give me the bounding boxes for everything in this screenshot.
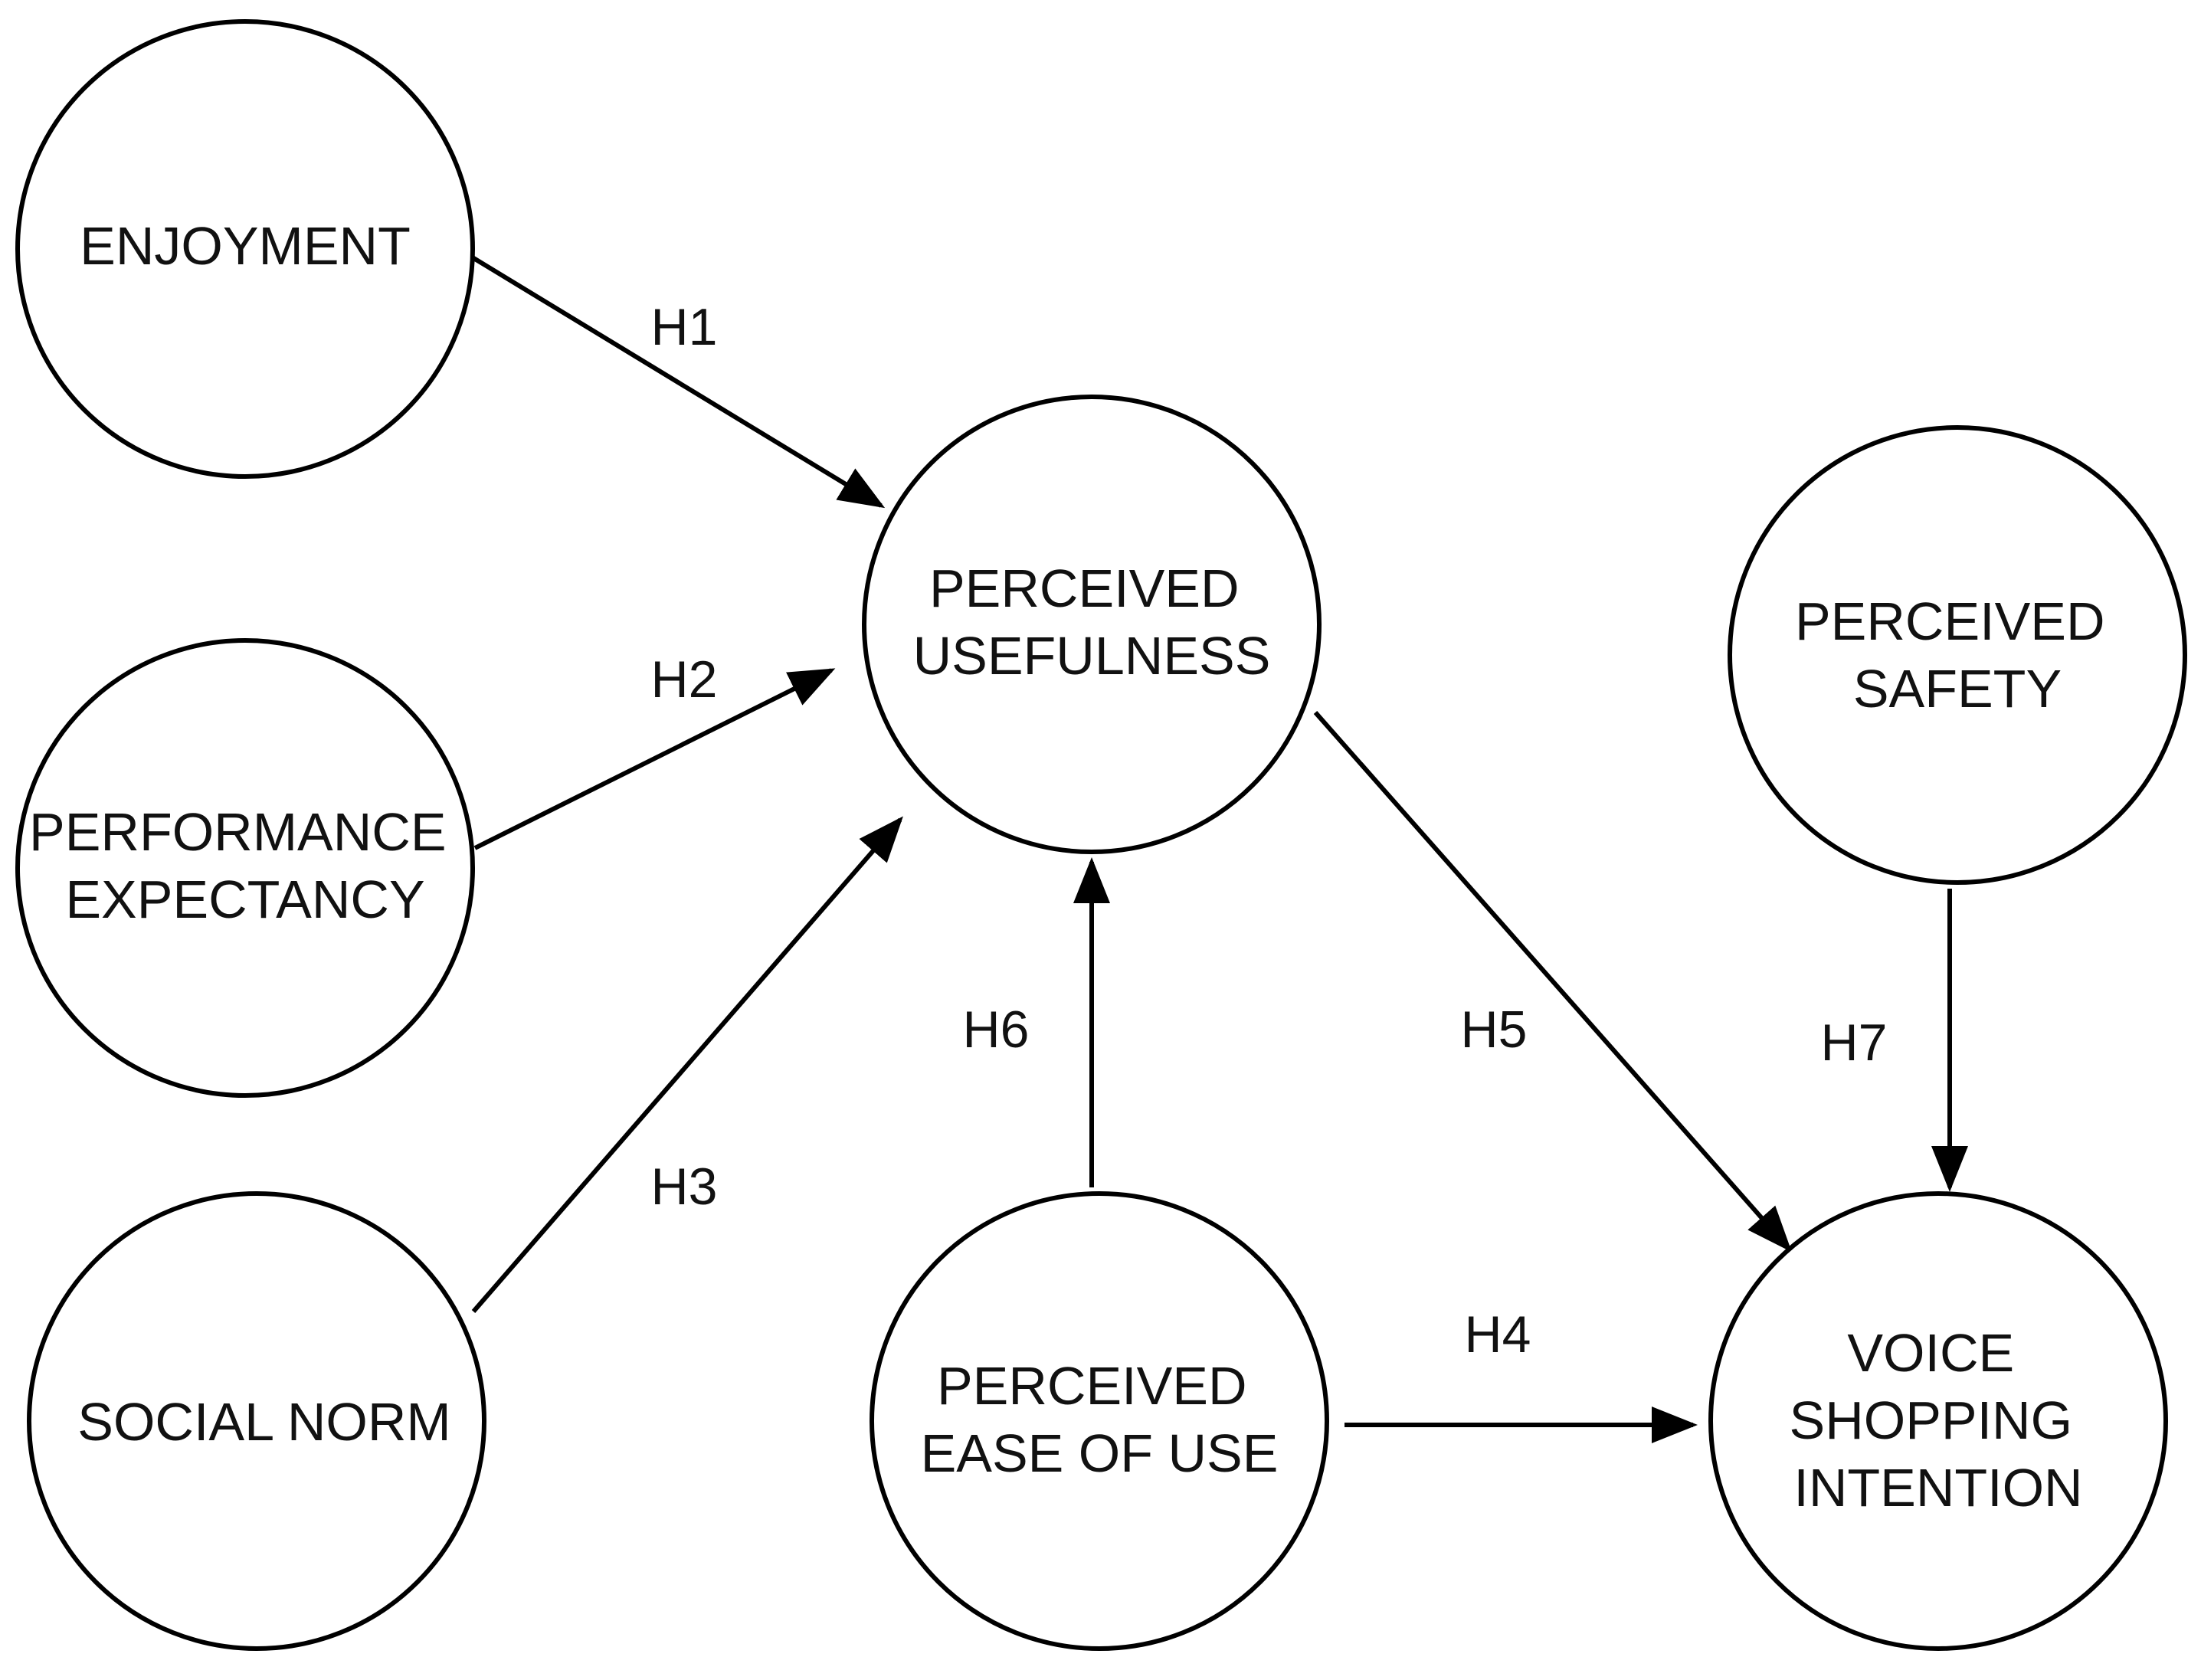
- node-circle: [1708, 1191, 2168, 1651]
- node-perceived-usefulness: PERCEIVED USEFULNESS: [862, 395, 1322, 854]
- edges: [470, 254, 1968, 1443]
- edge-label-h5: H5: [1461, 1000, 1528, 1059]
- node-label: VOICE SHOPPING INTENTION: [1790, 1323, 2088, 1518]
- edge-label-h2: H2: [651, 650, 718, 709]
- node-circle: [15, 638, 475, 1098]
- edge-label-h4: H4: [1465, 1305, 1531, 1364]
- node-circle: [862, 395, 1322, 854]
- node-circle: [15, 19, 475, 479]
- node-voice-shopping-intention: VOICE SHOPPING INTENTION: [1708, 1191, 2168, 1651]
- edge-label-h6: H6: [963, 1000, 1030, 1059]
- node-circle: [870, 1191, 1329, 1651]
- node-label: SOCIAL NORM: [77, 1392, 450, 1452]
- node-label: PERCEIVED USEFULNESS: [913, 558, 1271, 686]
- node-enjoyment: ENJOYMENT: [15, 19, 475, 479]
- node-performance-expectancy: PERFORMANCE EXPECTANCY: [15, 638, 475, 1098]
- node-label: ENJOYMENT: [80, 216, 411, 276]
- arrow-h5-usefulness-to-intention: [1313, 711, 1792, 1253]
- edge-label-h1: H1: [651, 298, 718, 356]
- node-perceived-ease-of-use: PERCEIVED EASE OF USE: [870, 1191, 1329, 1651]
- node-social-norm: SOCIAL NORM: [27, 1191, 486, 1651]
- edge-label-h3: H3: [651, 1158, 718, 1216]
- node-perceived-safety: PERCEIVED SAFETY: [1728, 425, 2187, 885]
- arrow-h2-performance-to-usefulness: [473, 668, 836, 850]
- node-label: PERCEIVED EASE OF USE: [921, 1356, 1279, 1483]
- node-label: PERFORMANCE EXPECTANCY: [29, 802, 461, 929]
- arrow-h1-enjoyment-to-usefulness: [470, 254, 886, 509]
- node-circle: [27, 1191, 486, 1651]
- node-label: PERCEIVED SAFETY: [1795, 591, 2120, 719]
- edge-labels: H1 H2 H3 H6 H5 H7 H4: [651, 298, 1888, 1364]
- node-circle: [1728, 425, 2187, 885]
- arrow-h3-social-norm-to-usefulness: [471, 816, 903, 1313]
- edge-label-h7: H7: [1821, 1014, 1888, 1072]
